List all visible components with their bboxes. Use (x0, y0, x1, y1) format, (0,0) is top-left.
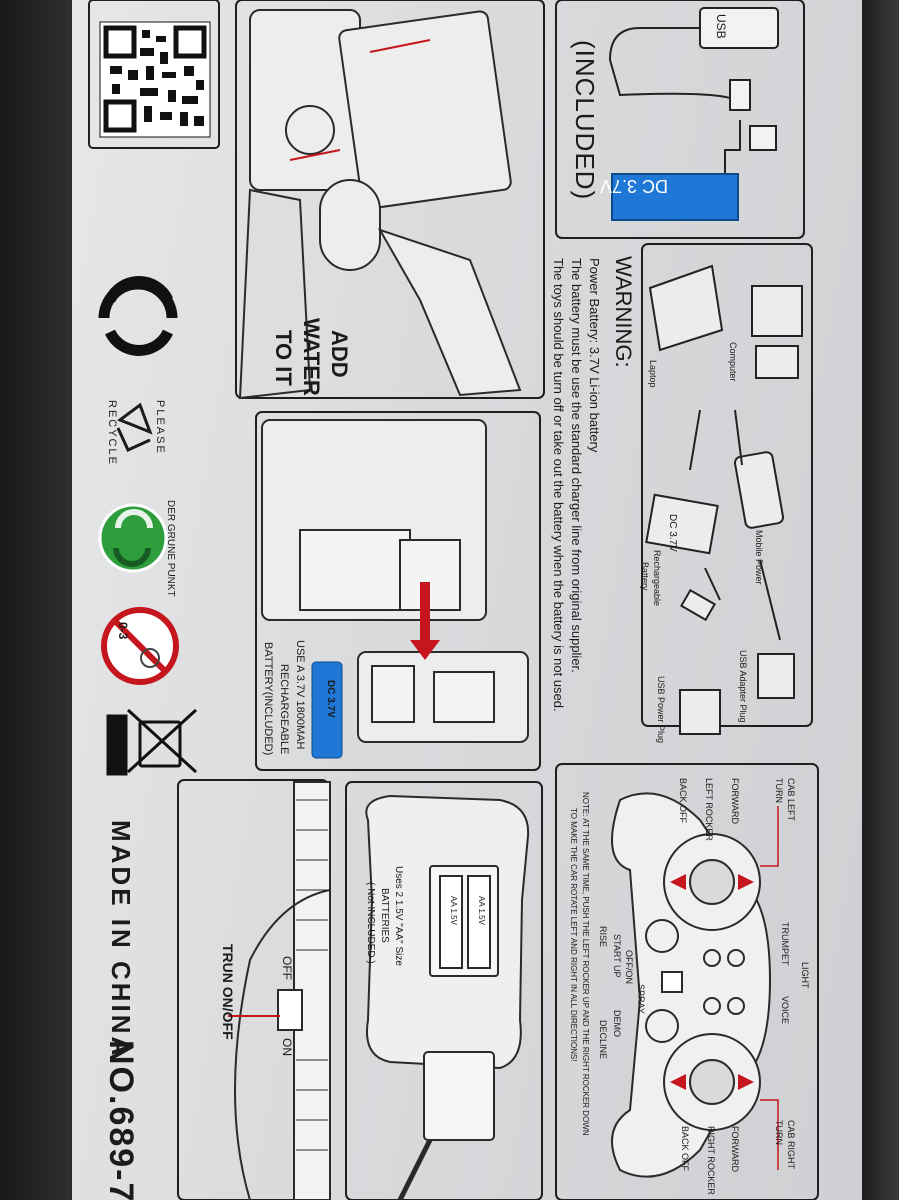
rechargeable-battery-label-2: Battery (640, 562, 650, 591)
switch-rail-ticks (296, 799, 328, 1151)
add-water-label-1: ADD (327, 330, 352, 378)
dc-top-label: DC 3.7V (599, 176, 668, 196)
usb-cable-icon (608, 7, 779, 175)
back-off-left-label: BACK OFF (678, 778, 688, 824)
laptop-label: Laptop (648, 360, 658, 388)
voice-label: VOICE (780, 996, 790, 1025)
made-in-china-label: MADE IN CHINA (106, 820, 136, 1059)
box-edge-right (862, 0, 899, 1200)
uses-aa-line-2: BATTERIES (379, 888, 390, 943)
charging-lines (689, 409, 781, 641)
insert-arrow (410, 582, 440, 660)
green-dot-icon (98, 503, 168, 573)
age-label: 0-3 (116, 622, 130, 640)
excavator-sketch (238, 9, 522, 400)
off-label: OFF (280, 956, 294, 980)
warning-title: WARNING: (611, 256, 636, 368)
battery-compartment-sketch (261, 419, 529, 743)
included-label: (INCLUDED) (570, 40, 600, 201)
uses-aa-line-3: ( Not INCLUDED ) (365, 882, 376, 964)
left-rocker-label: LEFT ROCKER (704, 778, 714, 841)
power-switch-sketch (228, 781, 331, 1200)
please-recycle-label-1: PLEASE (154, 400, 166, 455)
model-number-label: NO.689-71 (102, 1040, 140, 1200)
add-water-label-3: TO IT (271, 330, 296, 386)
warning-line-2: The battery must be use the standard cha… (569, 258, 584, 673)
turn-onoff-label: TRUN ON/OFF (220, 944, 236, 1040)
gamepad-controller (611, 792, 772, 1178)
light-label: LIGHT (800, 962, 810, 989)
decline-label: DECLINE (598, 1020, 608, 1060)
use-battery-line-1: USE A 3.7V 1800MAH (294, 640, 306, 750)
dc-mid-label: DC 3.7V (325, 680, 336, 718)
excavator-arrows (289, 39, 431, 161)
rocker-arrows (670, 874, 754, 1090)
uses-aa-line-1: Uses 2 1.5V "AA" Size (393, 866, 404, 966)
warning-line-3: The toys should be turn off or take out … (551, 258, 566, 712)
off-on-label: OFF/ON (624, 950, 634, 984)
use-battery-line-2: RECHARGEABLE (278, 664, 290, 755)
demo-label: DEMO (612, 1010, 622, 1037)
rechargeable-battery-label-1: Rechargeable (652, 550, 662, 607)
note-line-2: TO MAKE THE CAR ROTATE LEFT AND RIGHT IN… (569, 808, 578, 1062)
der-grune-punkt-label: DER GRUNE PUNKT (165, 500, 176, 597)
usb-power-plug-label: USB Power Plug (656, 676, 666, 744)
spray-label: SPRAY (636, 984, 646, 1014)
add-water-label-2: WATER (299, 318, 324, 396)
warning-line-1: Power Battery: 3.7V Li-ion battery (587, 258, 602, 453)
box-edge-left (0, 0, 70, 1200)
dc-mid-label-box (311, 661, 343, 759)
age-warning-icon (101, 607, 179, 685)
qr-code-icon (99, 21, 211, 138)
aa-battery-label-2: AA 1.5V (477, 896, 486, 925)
right-rocker-label: RIGHT ROCKER (706, 1126, 716, 1195)
usb-label: USB (714, 14, 728, 39)
on-label: ON (280, 1038, 294, 1056)
cab-left-turn-label-2: TURN (774, 778, 784, 803)
remote-back-sketch (365, 794, 530, 1200)
crossed-bin-icon (106, 708, 198, 776)
forward-right-label: FORWARD (730, 1126, 740, 1172)
mobile-power-label: Mobile Power (754, 530, 764, 585)
note-line-1: NOTE: AT THE SAME TIME, PUSH THE LEFT RO… (581, 792, 590, 1136)
please-recycle-label-2: RECYCLE (106, 400, 118, 466)
ce-mark-e (98, 278, 178, 319)
usb-adapter-plug-label: USB Adapter Plug (738, 650, 748, 723)
computer-label: Computer (728, 342, 738, 382)
start-up-label: START UP (612, 934, 622, 978)
back-off-right-label: BACK OFF (680, 1126, 690, 1172)
trumpet-label: TRUMPET (780, 922, 790, 966)
callout-lines (760, 806, 779, 1170)
use-battery-line-3: BATTERY(INCLUDED) (262, 642, 274, 756)
dc-battery-label: DC 3.7V (667, 514, 678, 552)
forward-left-label: FORWARD (730, 778, 740, 824)
charging-devices (645, 264, 803, 735)
cab-right-turn-label-2: TURN (774, 1120, 784, 1145)
dc-label-box (611, 173, 739, 221)
cab-left-turn-label-1: CAB LEFT (786, 778, 796, 822)
aa-battery-label-1: AA 1.5V (449, 896, 458, 925)
cab-right-turn-label-1: CAB RIGHT (786, 1120, 796, 1170)
recycle-icon (116, 402, 153, 452)
rise-label: RISE (598, 926, 608, 948)
